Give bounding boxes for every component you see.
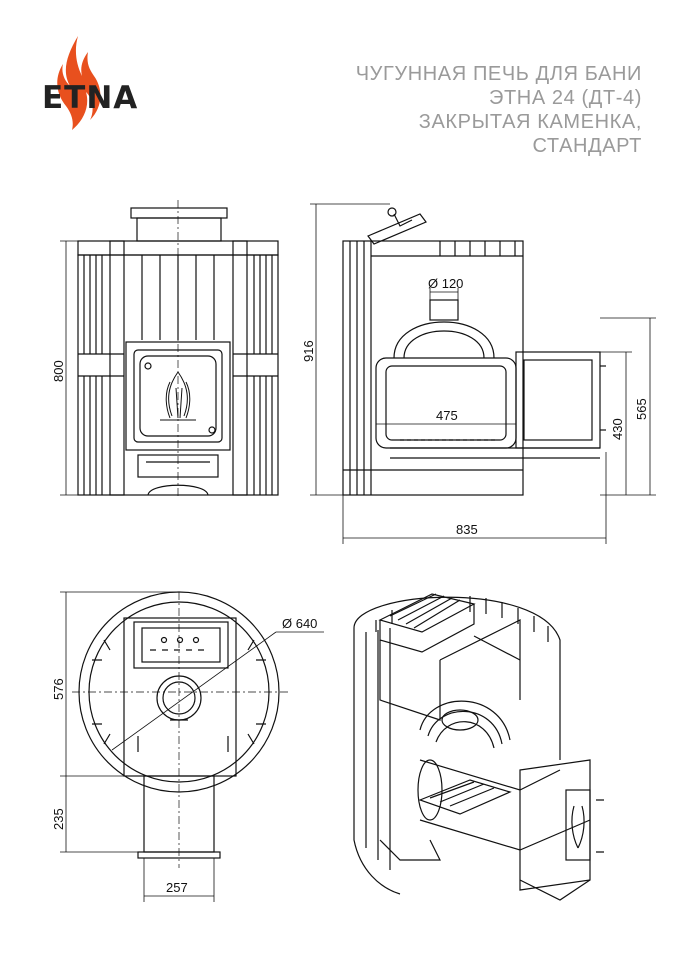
dim-tunnel-width: 257 [166,880,188,895]
dim-top-depth: 576 [51,678,66,700]
title-line-4: СТАНДАРТ [532,135,642,157]
dim-tunnel-length: 235 [51,808,66,830]
front-view [60,200,279,498]
title-line-3: ЗАКРЫТАЯ КАМЕНКА, [418,111,642,133]
side-view [310,203,656,544]
dim-firebox-length: 475 [436,408,458,423]
title-line-2: ЭТНА 24 (ДТ-4) [489,87,642,109]
dim-body-diameter: Ø 640 [282,616,317,631]
dim-side-height: 916 [301,340,316,362]
dim-side-lower: 430 [610,418,625,440]
brand-name: ETNA [42,80,139,116]
title-line-1: ЧУГУННАЯ ПЕЧЬ ДЛЯ БАНИ [355,63,642,85]
dim-front-height: 800 [51,360,66,382]
cutaway-view [353,593,604,901]
brand-logo [57,36,101,130]
dim-total-depth: 835 [456,522,478,537]
dim-side-upper: 565 [634,398,649,420]
dim-chimney-diameter: Ø 120 [428,276,463,291]
product-title: ЧУГУННАЯ ПЕЧЬ ДЛЯ БАНИ ЭТНА 24 (ДТ-4) ЗА… [356,62,642,158]
flame-icon [57,36,101,130]
top-view [60,591,324,902]
